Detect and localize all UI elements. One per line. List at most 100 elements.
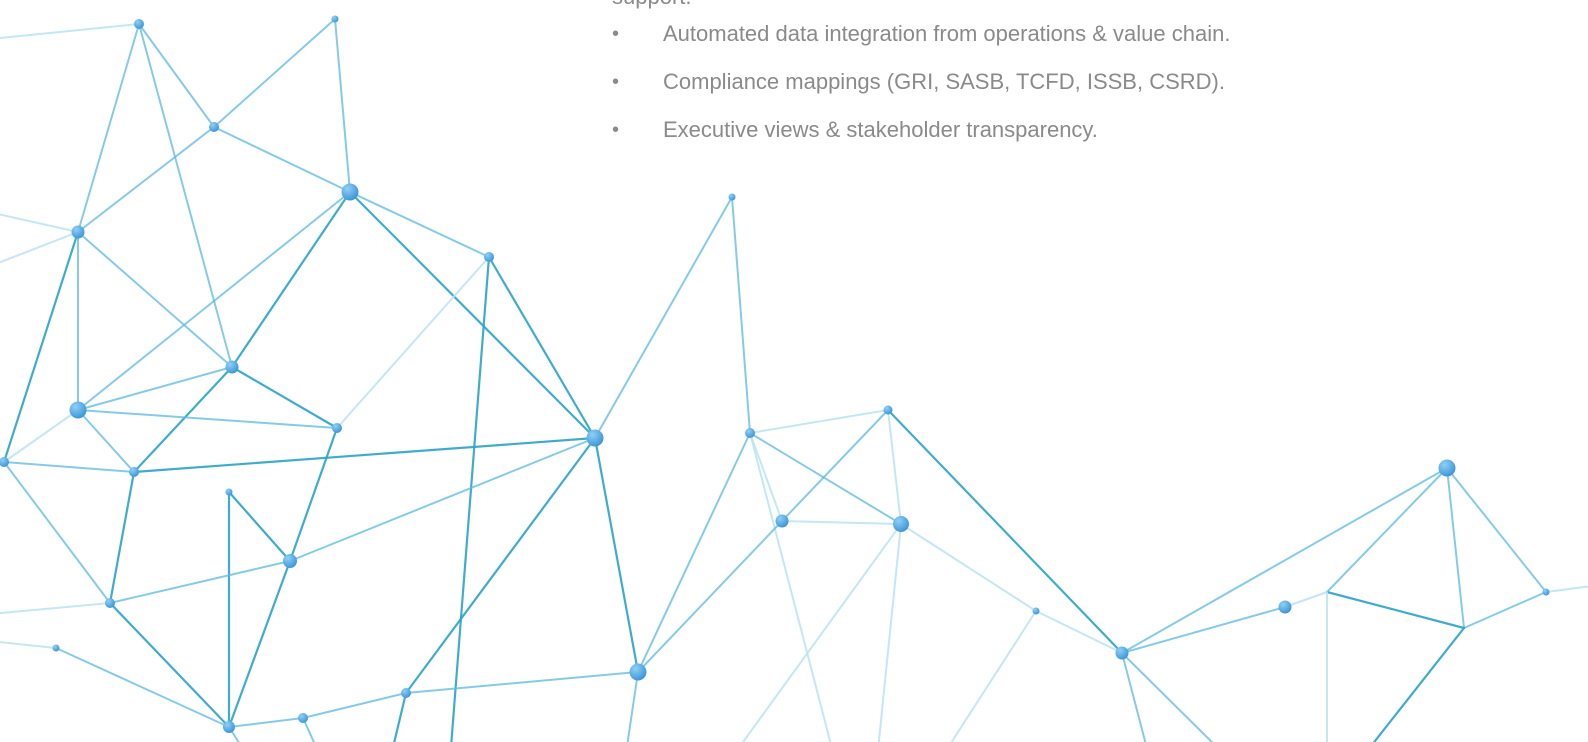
network-edge	[2, 230, 80, 464]
network-edge	[302, 717, 315, 742]
network-edge	[404, 436, 597, 695]
network-edge	[1446, 467, 1465, 629]
network-node	[893, 516, 909, 532]
network-node	[69, 401, 87, 419]
network-node	[52, 644, 60, 652]
list-item: • Automated data integration from operat…	[612, 10, 1512, 58]
network-node	[209, 122, 219, 132]
network-node	[586, 429, 604, 447]
network-edge	[132, 436, 597, 474]
network-edge	[950, 610, 1037, 742]
network-edges	[0, 18, 1588, 742]
network-edge	[55, 647, 230, 728]
network-edge	[393, 691, 408, 742]
network-node	[225, 360, 239, 374]
network-edge	[1372, 626, 1466, 742]
bullet-text: Executive views & stakeholder transparen…	[663, 117, 1098, 142]
network-edge	[213, 18, 336, 128]
network-edge	[3, 461, 111, 604]
network-edge	[1035, 610, 1123, 654]
network-edge	[1545, 585, 1588, 593]
network-node	[71, 225, 85, 239]
network-edge	[349, 191, 490, 258]
network-edge	[288, 426, 339, 563]
feature-text-block: support. • Automated data integration fr…	[612, 0, 1512, 154]
bullet-text: Automated data integration from operatio…	[663, 21, 1231, 46]
network-edge	[108, 470, 136, 605]
network-edge	[1121, 606, 1286, 654]
network-edge	[749, 432, 783, 522]
network-edge	[487, 255, 597, 440]
network-edge	[637, 520, 783, 673]
network-edge	[741, 523, 902, 742]
network-edge	[108, 601, 231, 729]
network-node	[105, 598, 115, 608]
bullet-icon: •	[612, 23, 620, 45]
network-node	[332, 423, 342, 433]
network-edge	[1121, 467, 1448, 654]
network-edge	[230, 365, 339, 430]
network-node	[331, 15, 339, 23]
network-edge	[132, 365, 234, 474]
network-edge	[1326, 467, 1448, 593]
network-edge	[1463, 591, 1547, 629]
network-node	[883, 405, 893, 415]
network-node	[728, 193, 736, 201]
network-node	[1438, 459, 1456, 477]
network-edge	[138, 23, 215, 128]
network-edge	[749, 432, 902, 525]
network-edge	[593, 436, 640, 674]
network-edge	[230, 190, 352, 369]
network-node	[223, 721, 235, 733]
network-node	[0, 457, 9, 467]
network-node	[129, 467, 139, 477]
network-edge	[3, 409, 79, 463]
network-edge	[77, 23, 140, 233]
lead-text: support.	[612, 0, 1512, 10]
network-nodes	[0, 15, 1550, 733]
network-node	[298, 713, 308, 723]
network-node	[629, 663, 647, 681]
network-node	[1278, 600, 1292, 614]
network-edge	[1325, 590, 1466, 630]
network-node	[484, 252, 494, 262]
network-edge	[1284, 591, 1328, 608]
bullet-text: Compliance mappings (GRI, SASB, TCFD, IS…	[663, 69, 1225, 94]
list-item: • Compliance mappings (GRI, SASB, TCFD, …	[612, 58, 1512, 106]
network-edge	[749, 432, 832, 742]
network-edge	[228, 717, 304, 728]
network-edge	[626, 671, 639, 742]
network-edge	[289, 437, 596, 562]
network-node	[401, 688, 411, 698]
network-edge	[887, 409, 902, 525]
network-edge	[77, 409, 135, 473]
network-edge	[77, 366, 233, 411]
network-edge	[1121, 652, 1147, 742]
feature-bullet-list: • Automated data integration from operat…	[612, 10, 1512, 154]
network-edge	[450, 255, 491, 742]
network-node	[283, 554, 297, 568]
network-node	[341, 183, 359, 201]
network-edge	[886, 408, 1124, 655]
network-edge	[109, 560, 291, 604]
network-edge	[348, 190, 597, 440]
network-edge	[228, 726, 240, 742]
network-edge	[749, 409, 889, 434]
network-edge	[731, 196, 751, 434]
network-edge	[637, 432, 751, 673]
list-item: • Executive views & stakeholder transpar…	[612, 106, 1512, 154]
network-edge	[1446, 467, 1547, 593]
network-edge	[227, 490, 292, 563]
network-edge	[302, 692, 407, 719]
network-node	[225, 488, 233, 496]
network-node	[1542, 588, 1550, 596]
bullet-icon: •	[612, 71, 620, 93]
network-edge	[77, 231, 233, 368]
network-edge	[0, 641, 57, 649]
network-edge	[0, 231, 79, 264]
network-edge	[77, 191, 351, 411]
network-edge	[213, 126, 351, 193]
network-edge	[336, 256, 490, 429]
network-node	[134, 19, 144, 29]
